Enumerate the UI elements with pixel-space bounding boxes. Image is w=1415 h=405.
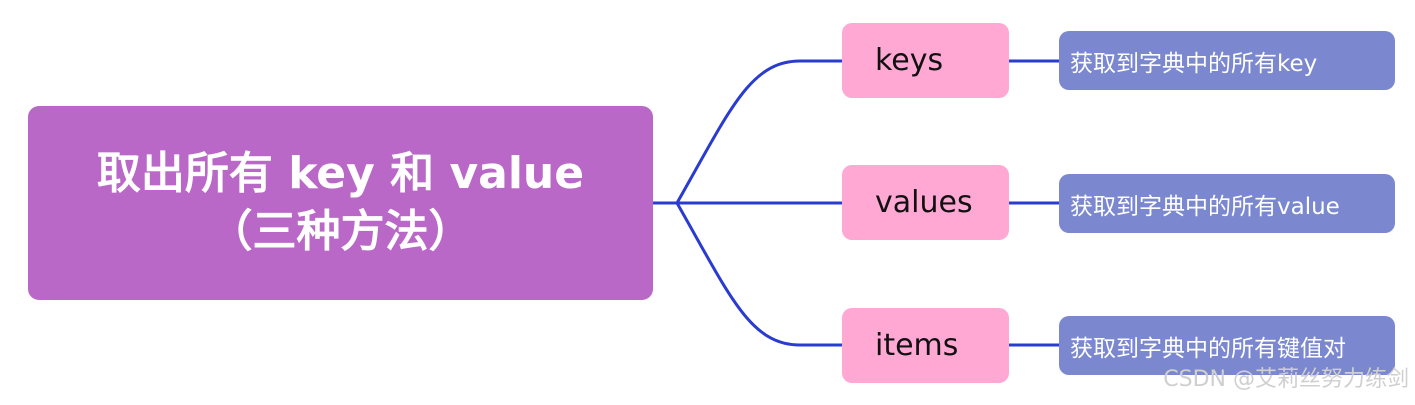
connector-root-to-items (675, 202, 842, 347)
branch-keys-label: keys (875, 43, 944, 78)
branch-values-label: values (875, 185, 973, 220)
leaf-keys-description: 获取到字典中的所有key (1059, 31, 1395, 90)
leaf-items-description: 获取到字典中的所有键值对 (1059, 316, 1395, 375)
watermark: CSDN @艾莉丝努力练剑 (1163, 367, 1409, 392)
branch-values: values (842, 165, 1009, 240)
connector-root-to-keys (675, 59, 842, 204)
leaf-items-text: 获取到字典中的所有键值对 (1070, 335, 1346, 362)
branch-items-label: items (875, 328, 959, 363)
leaf-keys-text: 获取到字典中的所有key (1070, 50, 1318, 77)
branch-items: items (842, 308, 1009, 383)
root-title-line2: （三种方法） (208, 206, 473, 257)
branch-keys: keys (842, 23, 1009, 98)
leaf-values-text: 获取到字典中的所有value (1070, 193, 1340, 220)
root-topic: 取出所有 key 和 value （三种方法） (28, 106, 653, 300)
leaf-values-description: 获取到字典中的所有value (1059, 174, 1395, 233)
root-title-line1: 取出所有 key 和 value (96, 148, 585, 199)
